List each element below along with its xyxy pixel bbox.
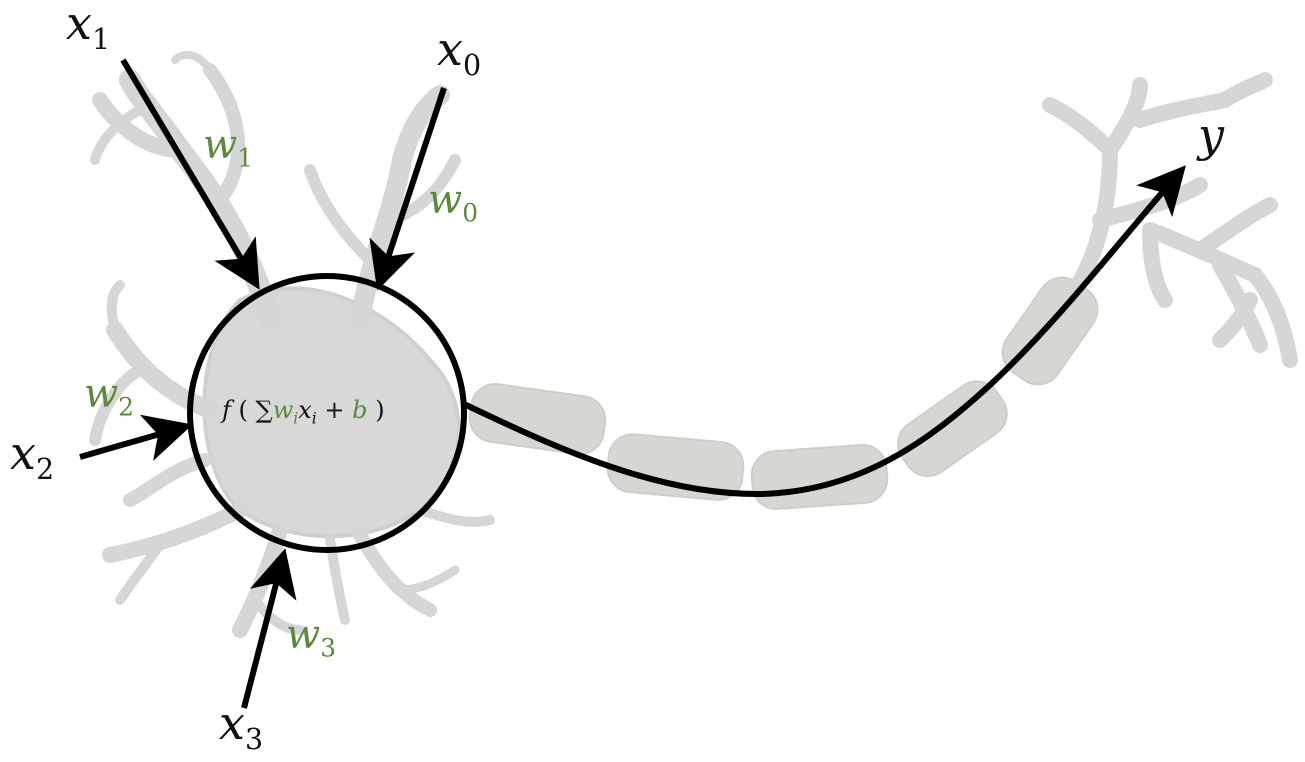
axon-sheath xyxy=(468,276,1099,510)
soma-circle xyxy=(187,273,467,553)
formula-w: w xyxy=(272,396,294,424)
label-w1: w1 xyxy=(203,122,254,173)
formula-close-paren: ) xyxy=(375,396,385,424)
formula-open-paren: ( xyxy=(238,396,248,424)
label-w2: w2 xyxy=(84,371,135,422)
neuron-silhouette xyxy=(89,50,495,638)
label-x2: x2 xyxy=(10,426,55,486)
formula-x-sub: i xyxy=(311,409,317,428)
input-arrow-x0 xyxy=(369,87,447,291)
output-curve-arrow xyxy=(462,165,1186,498)
formula-plus: + xyxy=(324,396,345,424)
input-arrow-x3 xyxy=(241,548,297,709)
formula-b: b xyxy=(352,396,368,424)
label-x0: x0 xyxy=(437,22,482,82)
activation-formula: f ( ∑wixi + b ) xyxy=(222,398,385,427)
label-y: y xyxy=(1198,108,1224,162)
formula-w-sub: i xyxy=(293,409,299,428)
label-w3: w3 xyxy=(286,612,337,663)
label-x3: x3 xyxy=(219,696,264,756)
formula-x: x xyxy=(298,396,312,424)
axon-terminals xyxy=(1042,72,1298,368)
input-arrow-x2 xyxy=(79,414,193,461)
label-w0: w0 xyxy=(428,177,479,228)
label-x1: x1 xyxy=(66,0,111,56)
input-arrow-x1 xyxy=(120,58,260,290)
formula-sum: ∑ xyxy=(255,396,273,424)
formula-f: f xyxy=(222,396,231,424)
